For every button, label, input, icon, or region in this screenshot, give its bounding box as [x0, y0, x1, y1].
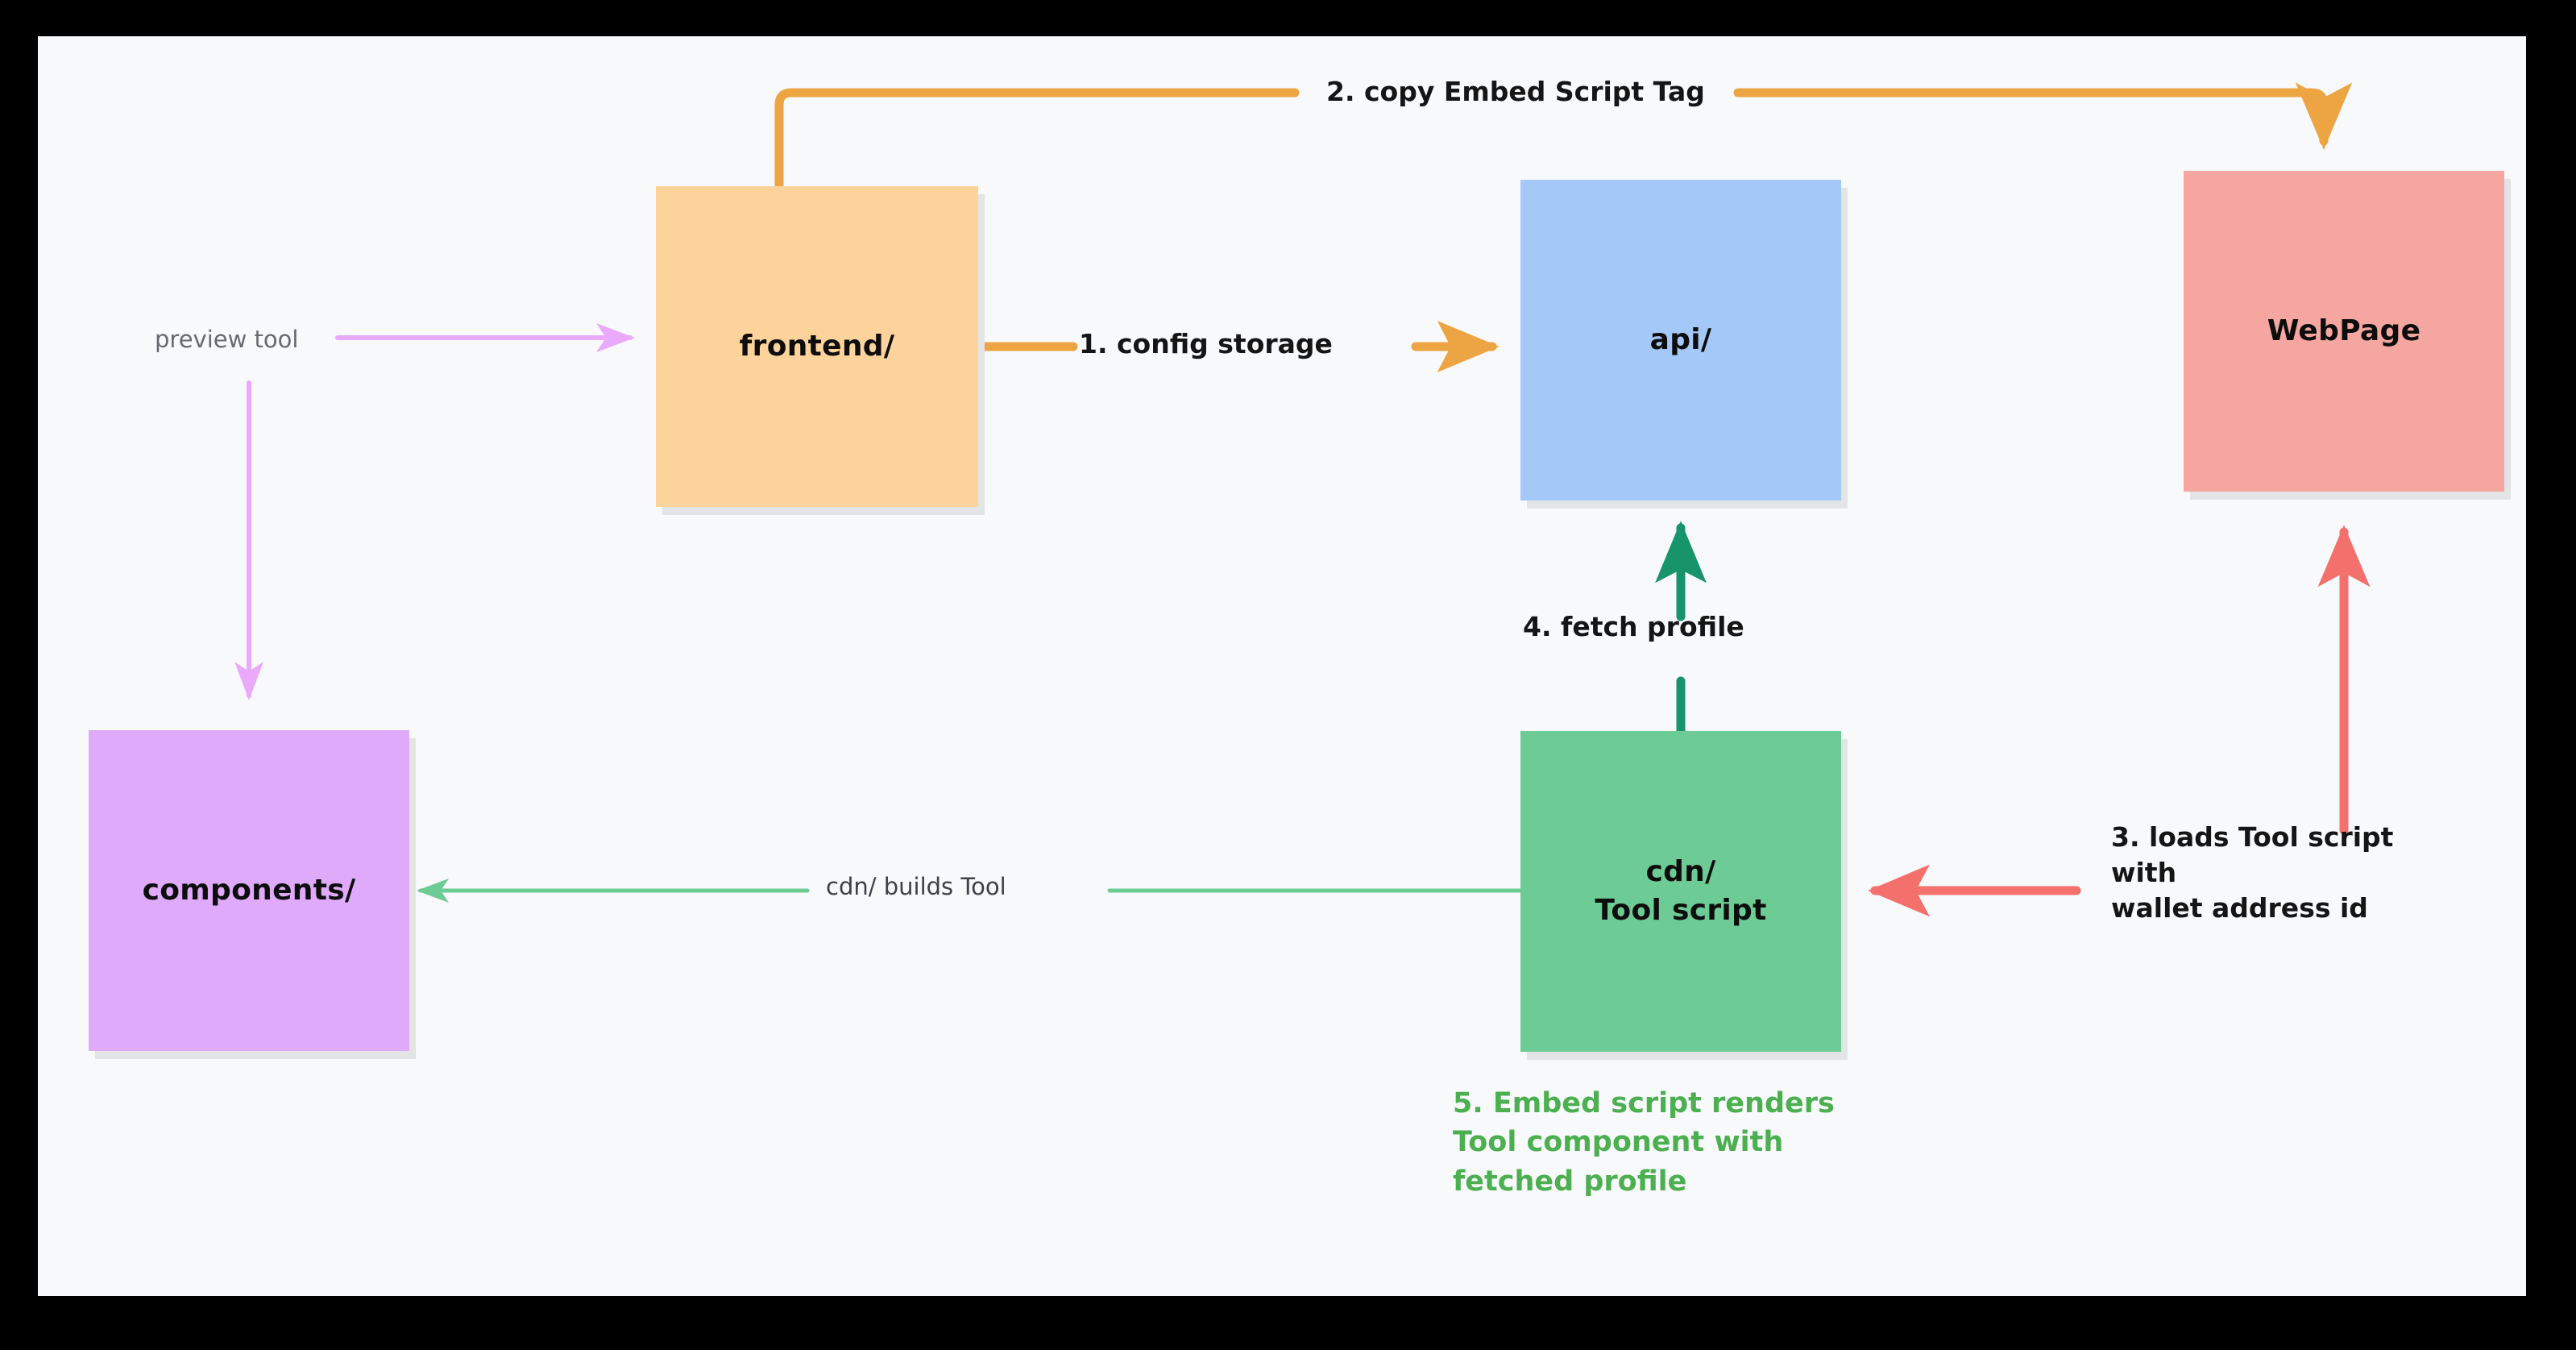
node-label-api: api/	[1649, 323, 1712, 357]
edge-label-config-storage: 1. config storage	[1079, 328, 1333, 359]
note-embed-script-renders: 5. Embed script renders Tool component w…	[1453, 1087, 1835, 1198]
node-label-cdn: cdn/ Tool script	[1595, 855, 1767, 927]
diagram-connectors	[234, 82, 2371, 917]
node-label-webpage: WebPage	[2267, 314, 2421, 348]
node-cdn-tool-script[interactable]: cdn/ Tool script	[1520, 731, 1848, 1060]
edge-label-cdn-builds-tool: cdn/ builds Tool	[826, 873, 1006, 900]
diagram-canvas: frontend/ api/ WebPage components/ cdn/ …	[38, 36, 2526, 1296]
node-fill-api	[1520, 180, 1841, 501]
node-webpage[interactable]: WebPage	[2184, 171, 2511, 500]
connector-preview-tool	[234, 322, 635, 700]
node-api[interactable]: api/	[1520, 180, 1848, 509]
node-fill-webpage	[2184, 171, 2504, 492]
node-fill-components	[89, 730, 409, 1051]
node-label-frontend: frontend/	[739, 330, 895, 363]
edge-label-fetch-profile: 4. fetch profile	[1523, 611, 1744, 642]
node-label-components: components/	[142, 874, 356, 908]
edge-label-copy-embed-script-tag: 2. copy Embed Script Tag	[1326, 76, 1705, 107]
node-fill-frontend	[656, 186, 978, 507]
node-frontend[interactable]: frontend/	[656, 186, 985, 515]
edge-label-preview-tool: preview tool	[155, 326, 299, 353]
node-fill-cdn	[1520, 731, 1841, 1052]
node-components[interactable]: components/	[89, 730, 416, 1059]
edge-label-loads-tool-script: 3. loads Tool script with wallet address…	[2111, 821, 2394, 924]
